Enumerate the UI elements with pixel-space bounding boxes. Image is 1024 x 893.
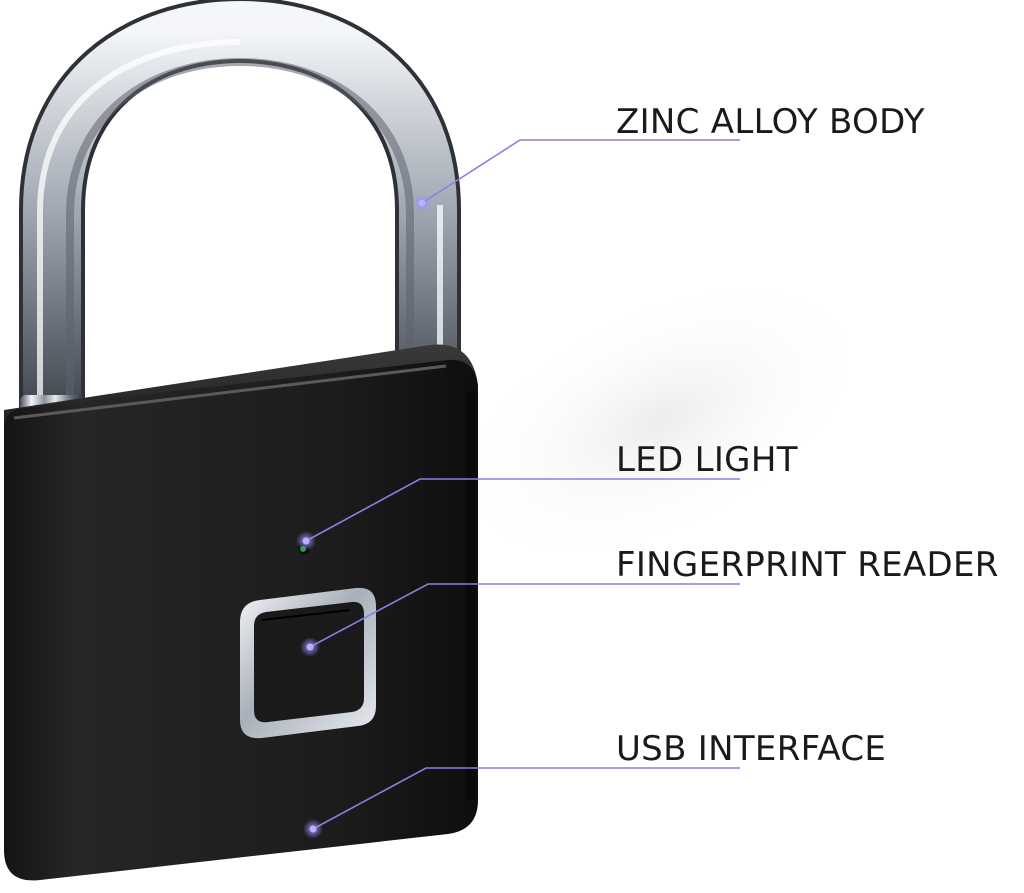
callout-line-fingerprint bbox=[309, 583, 740, 648]
padlock-body-icon bbox=[4, 344, 478, 881]
shackle-icon bbox=[19, 0, 461, 425]
callout-label-led-light: LED LIGHT bbox=[616, 440, 798, 480]
callout-line-usb bbox=[312, 767, 740, 830]
callout-label-usb-interface: USB INTERFACE bbox=[616, 729, 887, 769]
callout-label-fingerprint-reader: FINGERPRINT READER bbox=[616, 545, 999, 585]
callout-line-led bbox=[305, 478, 740, 542]
callout-dots bbox=[296, 193, 432, 839]
callout-line-body bbox=[421, 139, 740, 204]
lock-shadow bbox=[445, 274, 875, 566]
callout-lines bbox=[305, 139, 740, 830]
fingerprint-sensor-icon bbox=[240, 587, 376, 739]
callout-label-zinc-alloy-body: ZINC ALLOY BODY bbox=[616, 102, 925, 142]
